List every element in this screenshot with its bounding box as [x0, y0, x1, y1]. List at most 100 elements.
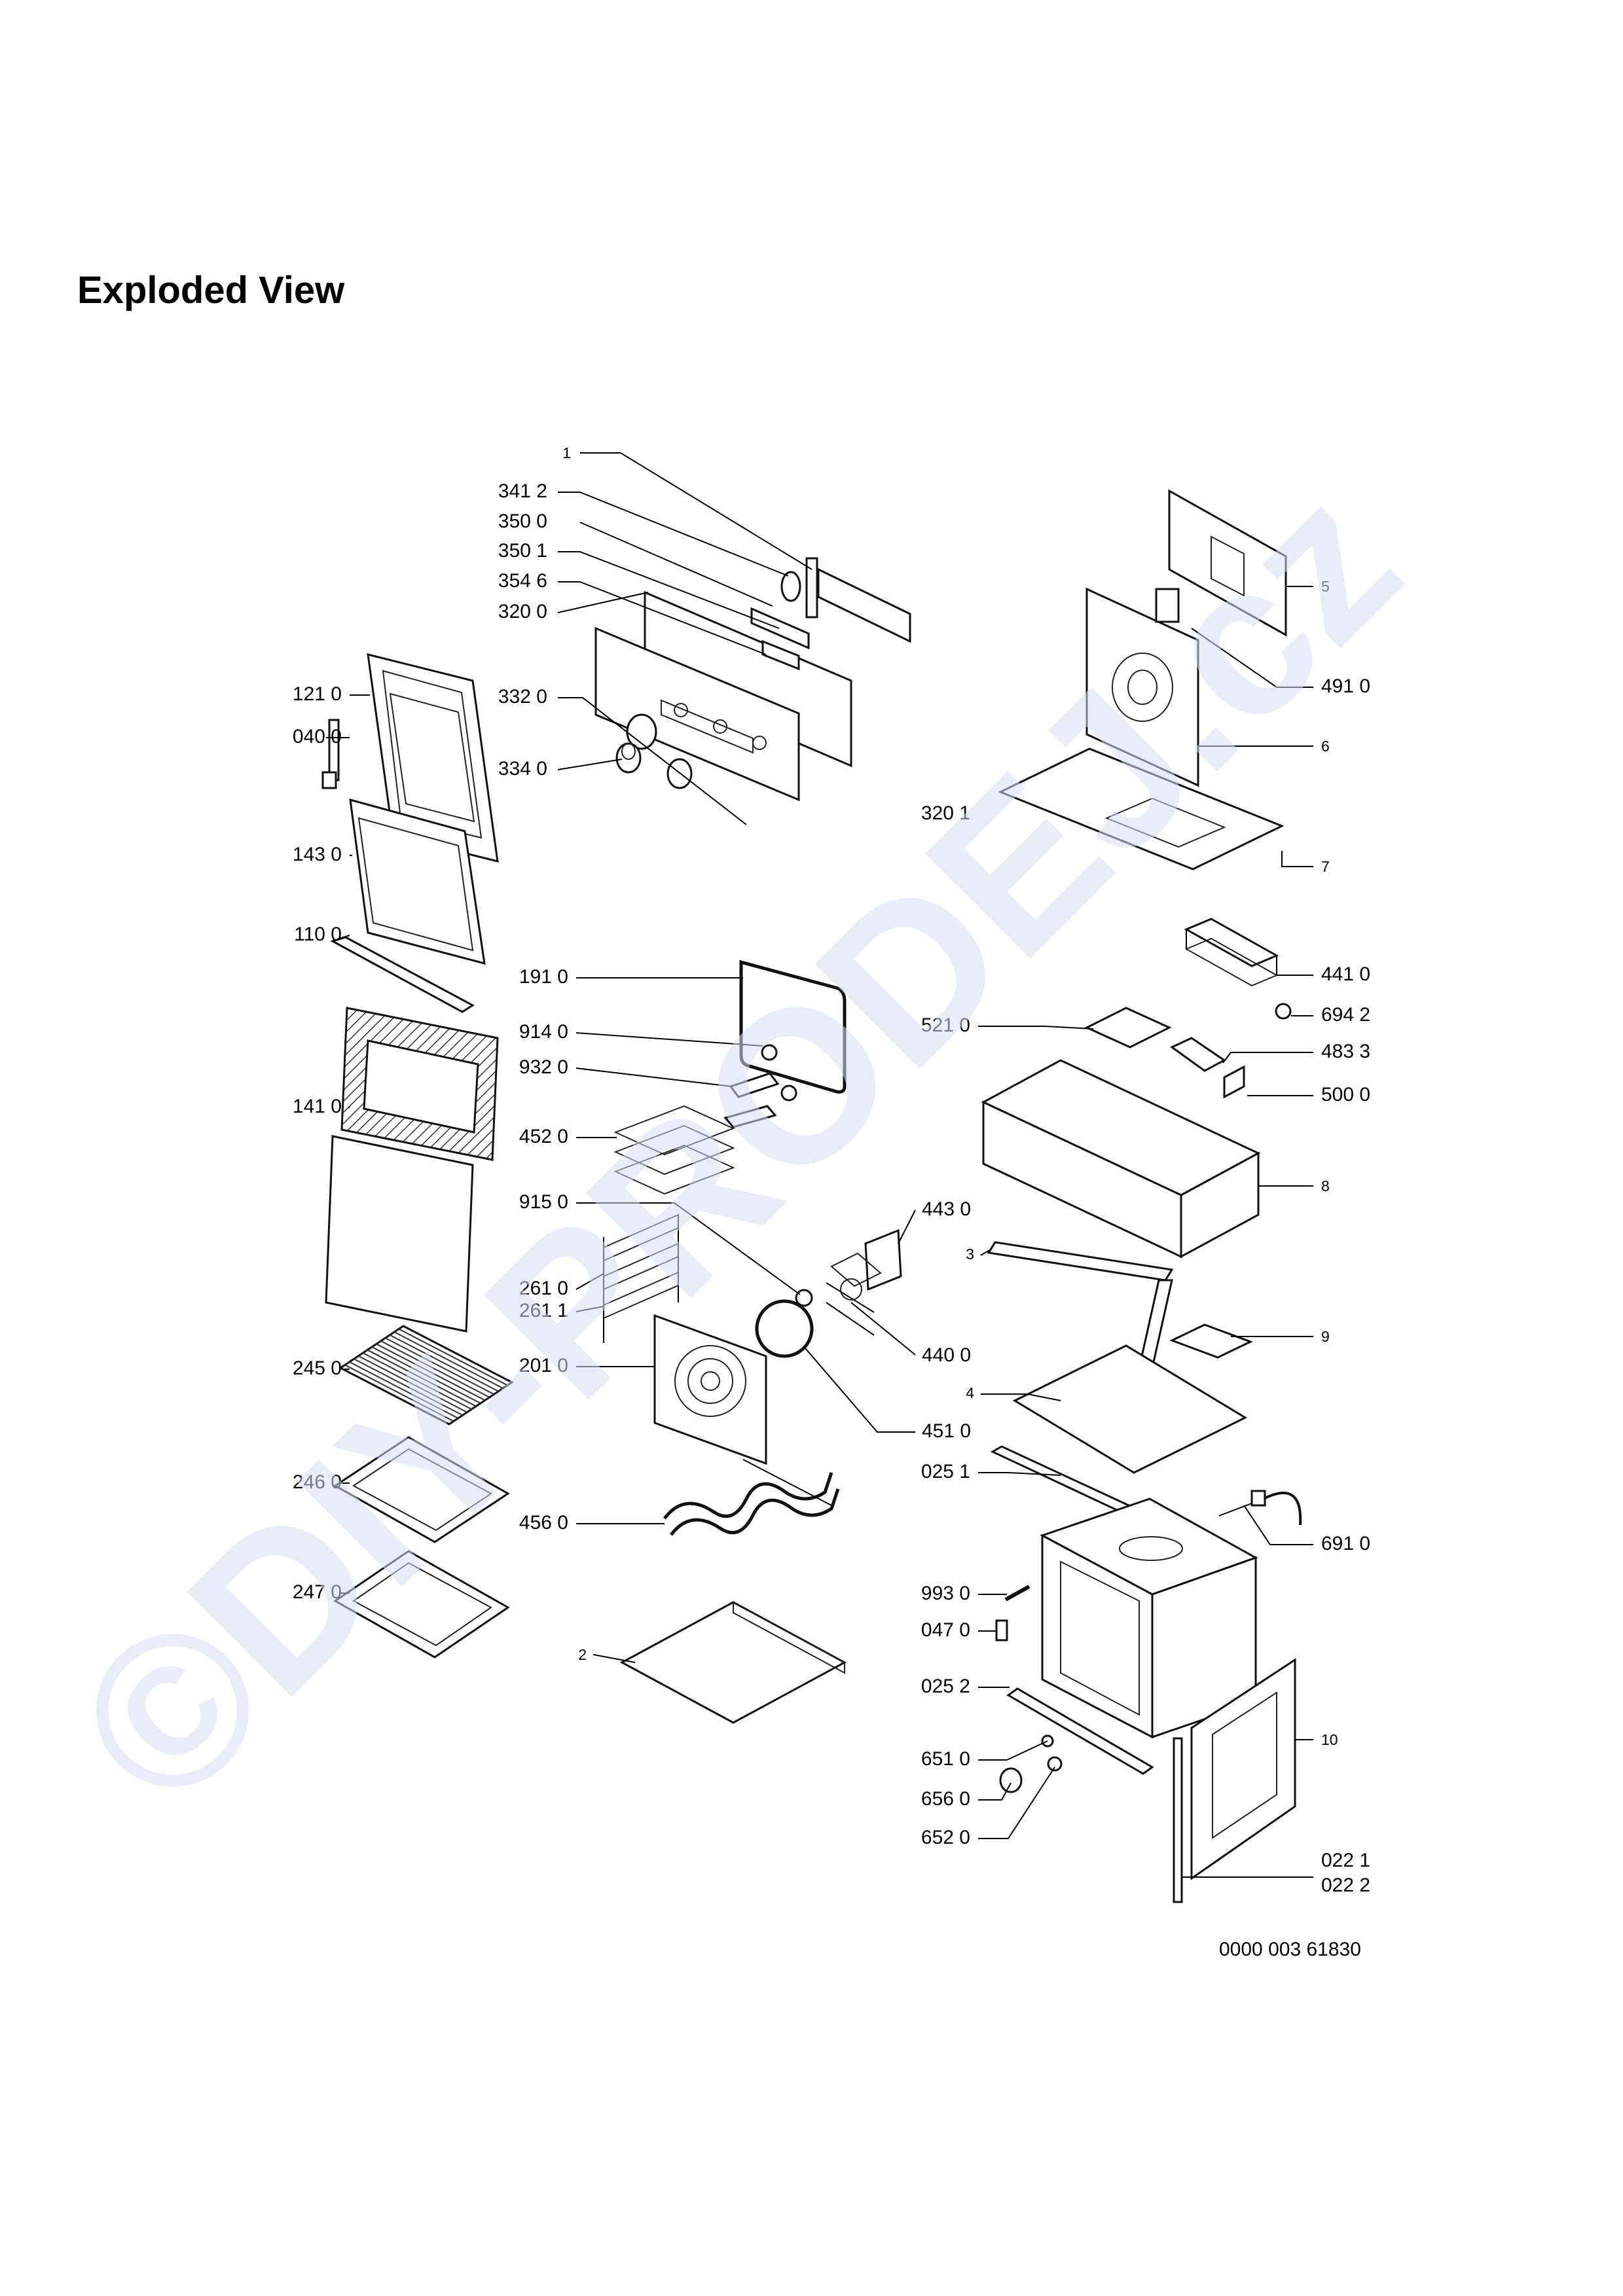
- callout-p320_1: 320 1: [921, 802, 970, 824]
- part-number-label: 040 0: [293, 726, 342, 747]
- callout-p656_0: 656 0: [921, 1782, 1012, 1810]
- part-number-label: 350 1: [498, 540, 547, 562]
- leader-line: [593, 1654, 636, 1663]
- small-cover-part: [1169, 1323, 1253, 1359]
- part-number-label: 047 0: [921, 1619, 970, 1641]
- leader-line: [558, 492, 789, 577]
- part-number-label: 456 0: [519, 1512, 568, 1534]
- callout-p022_1: 022 1: [1182, 1850, 1370, 1878]
- part-number-label: 201 0: [519, 1355, 568, 1376]
- control-knob-part: [615, 713, 693, 789]
- part-number-label: 3: [966, 1246, 974, 1263]
- part-number-label: 993 0: [921, 1583, 970, 1604]
- part-number-label: 932 0: [519, 1056, 568, 1078]
- leader-line: [576, 1202, 801, 1295]
- part-number-label: 914 0: [519, 1021, 568, 1043]
- grill-tray-part: [333, 1550, 510, 1659]
- part-number-label: 9: [1321, 1328, 1330, 1345]
- rear-panel-part: [1168, 489, 1287, 637]
- part-number-label: 245 0: [293, 1357, 342, 1379]
- rear-wall-part: [1085, 587, 1199, 787]
- top-cover-part: [998, 747, 1285, 870]
- thermostat-part: [1218, 1490, 1302, 1526]
- callout-p4: 4: [966, 1384, 1061, 1401]
- side-rails-part: [603, 1213, 679, 1343]
- part-number-label: 451 0: [922, 1420, 971, 1442]
- fan-cover-part: [653, 1314, 767, 1465]
- leader-line: [557, 592, 649, 613]
- callout-p440_0: 440 0: [850, 1302, 971, 1366]
- callout-p651_0: 651 0: [921, 1740, 1048, 1770]
- leader-line: [575, 1306, 604, 1312]
- fan-motor-part: [795, 1229, 902, 1336]
- part-number-label: 4: [966, 1384, 974, 1401]
- part-number-label: 5: [1321, 578, 1330, 595]
- lower-rail-part: [1006, 1687, 1154, 1775]
- callout-p456_0: 456 0: [519, 1512, 665, 1534]
- part-number-label: 441 0: [1321, 963, 1370, 985]
- part-number-label: 022 2: [1321, 1874, 1370, 1896]
- leader-line: [580, 452, 812, 570]
- part-number-label: 915 0: [519, 1191, 568, 1213]
- leader-line: [978, 1767, 1055, 1839]
- part-number-label: 121 0: [293, 683, 342, 705]
- callout-p691_0: 691 0: [1243, 1505, 1370, 1554]
- callout-p332_0: 332 0: [498, 686, 747, 825]
- callout-p025_1: 025 1: [921, 1461, 1061, 1482]
- oven-cavity-part: [1040, 1498, 1258, 1739]
- callout-p932_0: 932 0: [519, 1056, 733, 1087]
- screw-part: [1004, 1585, 1030, 1602]
- clip-part: [995, 1619, 1008, 1641]
- part-number-label: 491 0: [1321, 675, 1370, 697]
- callout-p320_0: 320 0: [498, 592, 649, 622]
- part-number-label: 334 0: [498, 758, 547, 780]
- leader-line: [557, 759, 623, 770]
- callout-p191_0: 191 0: [519, 966, 743, 988]
- callout-p914_0: 914 0: [519, 1021, 763, 1047]
- part-number-label: 7: [1321, 858, 1330, 875]
- part-number-label: 691 0: [1321, 1533, 1370, 1554]
- part-number-label: 341 2: [498, 480, 547, 502]
- part-number-label: 191 0: [519, 966, 568, 988]
- callout-p025_2: 025 2: [921, 1676, 1010, 1697]
- leader-line: [1281, 851, 1313, 867]
- callout-p350_0: 350 0: [498, 511, 773, 607]
- outer-glass-part: [325, 1007, 499, 1333]
- leader-line: [1243, 1505, 1313, 1545]
- callout-p491_0: 491 0: [1191, 628, 1370, 697]
- part-number-label: 261 0: [519, 1278, 568, 1299]
- leader-line: [898, 1210, 916, 1244]
- callout-p915_0: 915 0: [519, 1191, 801, 1295]
- leader-line: [558, 581, 767, 655]
- leader-line: [337, 935, 350, 940]
- base-tray-part: [1012, 1344, 1248, 1474]
- door-seal-part: [739, 960, 847, 1094]
- lamp-cover-part: [999, 1734, 1063, 1793]
- leader-line: [978, 1472, 1061, 1476]
- leader-line: [980, 1248, 993, 1256]
- part-number-label: 354 6: [498, 570, 547, 592]
- part-number-label: 350 0: [498, 511, 547, 532]
- leader-line: [850, 1302, 916, 1355]
- part-number-label: 694 2: [1321, 1004, 1370, 1026]
- callout-p6: 6: [1198, 738, 1330, 755]
- callout-p2: 2: [578, 1646, 636, 1663]
- part-number-label: 320 1: [921, 802, 970, 824]
- control-housing-part: [981, 1059, 1261, 1259]
- tangential-fan-part: [1184, 918, 1292, 1020]
- part-number-label: 110 0: [294, 924, 342, 945]
- baking-tray-part: [333, 1436, 510, 1543]
- callout-p5: 5: [1286, 578, 1330, 595]
- callout-p022_2: 022 2: [1321, 1874, 1370, 1896]
- part-number-label: 651 0: [921, 1748, 970, 1770]
- callout-p452_0: 452 0: [519, 1126, 617, 1147]
- callout-p047_0: 047 0: [921, 1619, 996, 1641]
- callout-p245_0: 245 0: [293, 1357, 350, 1379]
- callout-p10: 10: [1295, 1731, 1338, 1748]
- part-number-label: 10: [1321, 1731, 1338, 1748]
- part-number-label: 025 1: [921, 1461, 970, 1482]
- leader-line: [978, 1782, 1012, 1801]
- door-frame-part: [367, 653, 499, 863]
- callout-p441_0: 441 0: [1277, 963, 1370, 985]
- leader-line: [978, 1026, 1094, 1030]
